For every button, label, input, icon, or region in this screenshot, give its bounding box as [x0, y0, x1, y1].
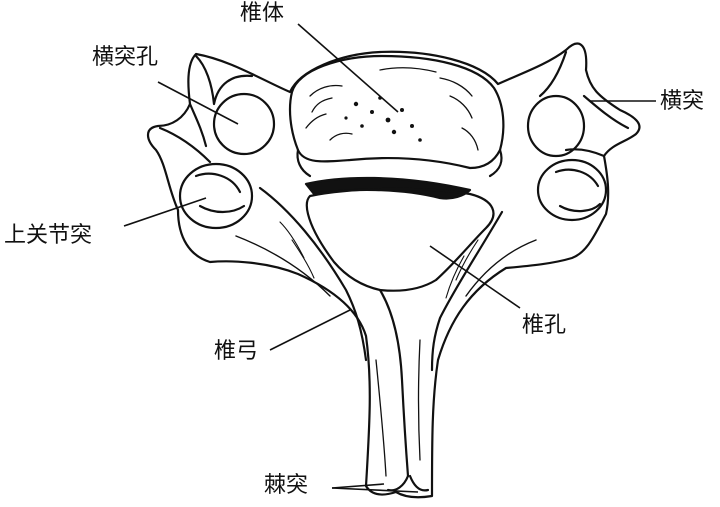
vertebral-foramen-outline [305, 187, 495, 292]
label-vertebral-body: 椎体 [240, 1, 285, 26]
left-superior-articular-process [178, 162, 254, 230]
left-transverse-foramen [212, 92, 276, 156]
leader-transverse-foramen [157, 81, 239, 125]
vertebra-outline [146, 42, 641, 499]
right-transverse-foramen [526, 94, 586, 158]
leader-superior-articular [123, 197, 207, 227]
label-transverse-foramen: 横突孔 [92, 45, 159, 70]
label-superior-articular-process: 上关节突 [4, 223, 93, 248]
label-vertebral-foramen: 椎孔 [522, 313, 567, 338]
leader-vertebral-foramen [429, 245, 521, 309]
leader-spinous-a [331, 483, 385, 489]
right-articular-process [536, 158, 608, 222]
leader-spinous-b [331, 487, 419, 493]
label-transverse-process: 横突 [660, 89, 705, 114]
leader-vertebral-body [297, 23, 399, 113]
vertebral-body-outline [288, 54, 505, 170]
leader-vertebral-arch [269, 309, 351, 351]
label-vertebral-arch: 椎弓 [214, 339, 259, 364]
label-spinous-process: 棘突 [264, 473, 309, 498]
